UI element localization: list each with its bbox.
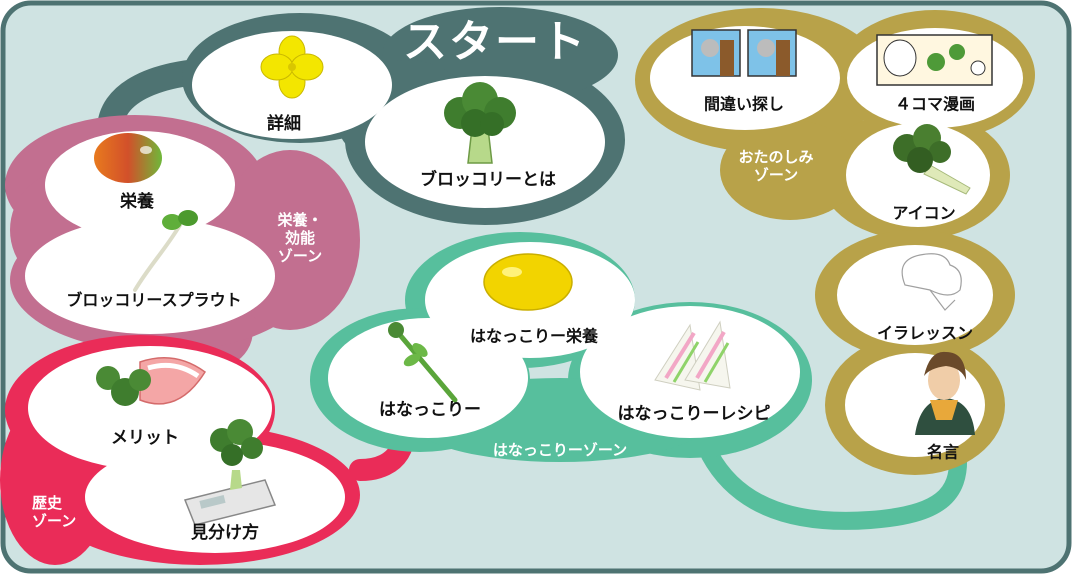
hanakkori-zone-label: はなっこりーゾーン bbox=[492, 441, 628, 459]
fun-zone-label: おたのしみ ゾーン bbox=[738, 148, 814, 184]
comic-link[interactable]: ４コマ漫画 bbox=[894, 94, 976, 114]
hanakkori-bubble[interactable] bbox=[328, 318, 528, 438]
comic-thumbnail-icon bbox=[876, 34, 993, 86]
broccoli-icon bbox=[444, 82, 516, 164]
icon-bubble[interactable] bbox=[846, 123, 990, 227]
about-broccoli-link[interactable]: ブロッコリーとは bbox=[420, 169, 556, 190]
spot-thumbnails-icon bbox=[691, 29, 797, 77]
nutrition-link[interactable]: 栄養 bbox=[120, 191, 154, 212]
sandwich-icon bbox=[654, 320, 731, 391]
howto-link[interactable]: 見分け方 bbox=[191, 522, 259, 543]
portrait-icon bbox=[915, 351, 975, 435]
merit-link[interactable]: メリット bbox=[111, 427, 179, 448]
line-drawing-icon bbox=[901, 253, 962, 311]
scale-icon bbox=[183, 419, 277, 526]
hanakkori-stalk-icon bbox=[388, 322, 458, 403]
hanakkori-recipe-link[interactable]: はなっこりーレシピ bbox=[617, 403, 771, 424]
broccoli-closeup-icon bbox=[893, 124, 971, 195]
nutrition-zone-label: 栄養・ 効能 ゾーン bbox=[277, 211, 323, 265]
spot-difference-link[interactable]: 間違い探し bbox=[703, 94, 785, 114]
page-title: スタート bbox=[403, 16, 587, 68]
hanakkori-link[interactable]: はなっこりー bbox=[379, 399, 481, 420]
details-link[interactable]: 詳細 bbox=[267, 113, 301, 134]
illustration-lesson-link[interactable]: イラレッスン bbox=[876, 323, 974, 343]
lemon-icon bbox=[483, 253, 573, 311]
merit-mouth-icon bbox=[96, 357, 207, 406]
sprout-link[interactable]: ブロッコリースプラウト bbox=[66, 290, 242, 310]
history-zone-label: 歴史 ゾーン bbox=[32, 494, 77, 530]
nutrition-ball-icon bbox=[94, 133, 162, 183]
quote-link[interactable]: 名言 bbox=[926, 442, 960, 462]
sprout-bubble[interactable] bbox=[25, 218, 275, 334]
sprout-icon bbox=[133, 210, 198, 292]
nutrition-zone bbox=[5, 115, 360, 352]
flower-icon bbox=[260, 35, 324, 99]
spot-bubble[interactable] bbox=[650, 26, 840, 130]
icon-link[interactable]: アイコン bbox=[892, 203, 956, 223]
path-hanakkori-to-fun bbox=[701, 446, 968, 530]
hanakkori-nutrition-link[interactable]: はなっこりー栄養 bbox=[469, 326, 599, 346]
